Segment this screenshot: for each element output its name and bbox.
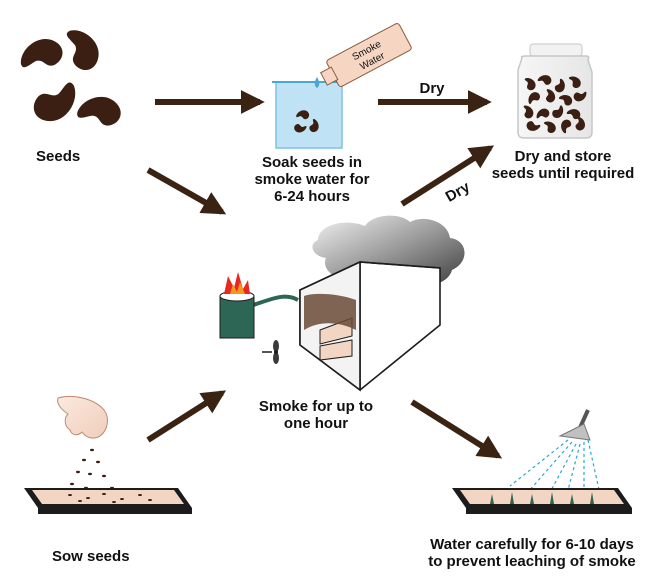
watering-rose-icon [558, 409, 591, 441]
label-seeds: Seeds [36, 148, 80, 165]
water-spray-icon [509, 439, 601, 499]
dry-label-diagonal: Dry [443, 178, 474, 206]
dry-label-top: Dry [419, 80, 445, 97]
label-sow-text: Sow seeds [52, 548, 130, 565]
label-soak: Soak seeds in smoke water for 6-24 hours [232, 154, 392, 205]
label-soak-line2: smoke water for [254, 171, 370, 188]
label-water-line1: Water carefully for 6-10 days [430, 536, 634, 553]
label-soak-line3: 6-24 hours [274, 188, 350, 205]
smoker-burner-icon [219, 272, 299, 364]
label-water-line2: to prevent leaching of smoke [428, 553, 636, 570]
falling-seeds-icon [70, 448, 114, 492]
label-soak-line1: Soak seeds in [261, 154, 363, 171]
water-drop-icon [314, 77, 320, 88]
arrow-smoke-to-water [410, 399, 503, 459]
smoke-water-bottle-icon: Smoke Water [314, 23, 412, 88]
watering-tray-icon [452, 488, 632, 514]
label-smoke-line1: Smoke for up to [258, 398, 374, 415]
arrow-smoke-to-store [400, 145, 495, 207]
label-seeds-text: Seeds [36, 148, 81, 165]
label-water: Water carefully for 6-10 days to prevent… [412, 536, 652, 570]
fan-icon [262, 340, 279, 364]
beaker-smoke-water-icon [272, 81, 346, 149]
label-store-line2: seeds until required [491, 165, 635, 182]
label-store-line1: Dry and store [514, 148, 612, 165]
label-sow: Sow seeds [52, 548, 130, 565]
label-smoke: Smoke for up to one hour [246, 398, 386, 432]
sowing-hand-icon [57, 396, 108, 439]
storage-jar-icon [517, 43, 593, 139]
smoke-tent-icon [299, 215, 465, 392]
seeds-cluster-icon [17, 27, 126, 139]
label-store: Dry and store seeds until required [478, 148, 648, 182]
arrow-seeds-to-smoke [146, 167, 227, 215]
arrows [146, 90, 503, 459]
arrow-sow-to-smoke [146, 390, 227, 443]
flame-icon [224, 272, 250, 294]
sowing-tray-icon [24, 488, 192, 514]
label-smoke-line2: one hour [283, 415, 349, 432]
